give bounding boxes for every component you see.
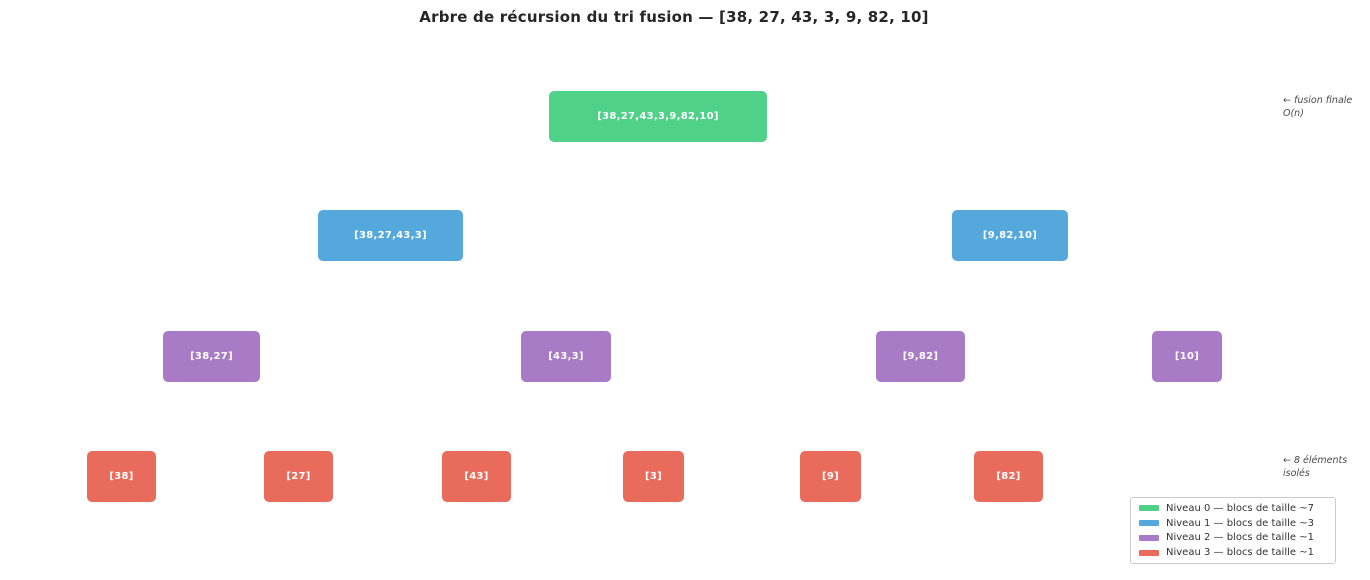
legend-label: Niveau 3 — blocs de taille ~1 (1166, 547, 1314, 559)
annotation-line: ← 8 éléments (1283, 455, 1348, 466)
tree-node-level3: [27] (264, 451, 333, 502)
tree-node-level1: [38,27,43,3] (318, 210, 463, 261)
tree-node-level2: [10] (1152, 331, 1222, 382)
legend-label: Niveau 2 — blocs de taille ~1 (1166, 532, 1314, 544)
tree-node-level3: [3] (623, 451, 684, 502)
legend-item: Niveau 3 — blocs de taille ~1 (1139, 547, 1327, 558)
annotation-line: isolés (1283, 468, 1310, 479)
legend-item: Niveau 2 — blocs de taille ~1 (1139, 532, 1327, 543)
tree-node-level3: [43] (442, 451, 511, 502)
tree-node-level3: [38] (87, 451, 156, 502)
legend-item: Niveau 0 — blocs de taille ~7 (1139, 503, 1327, 514)
tree-node-level2: [38,27] (163, 331, 260, 382)
legend-item: Niveau 1 — blocs de taille ~3 (1139, 518, 1327, 529)
annotation-elements-isoles: ← 8 éléments isolés (1283, 454, 1347, 480)
tree-node-level2: [9,82] (876, 331, 965, 382)
tree-node-level0: [38,27,43,3,9,82,10] (549, 91, 767, 142)
annotation-line: O(n) (1283, 108, 1304, 119)
tree-node-level1: [9,82,10] (952, 210, 1068, 261)
legend: Niveau 0 — blocs de taille ~7 Niveau 1 — … (1130, 497, 1336, 564)
legend-swatch-niveau-0 (1139, 505, 1159, 512)
annotation-line: ← fusion finale (1283, 95, 1353, 106)
legend-swatch-niveau-3 (1139, 549, 1159, 556)
legend-label: Niveau 1 — blocs de taille ~3 (1166, 517, 1314, 529)
legend-swatch-niveau-1 (1139, 520, 1159, 527)
tree-node-level3: [82] (974, 451, 1043, 502)
legend-swatch-niveau-2 (1139, 534, 1159, 541)
chart-title: Arbre de récursion du tri fusion — [38, … (419, 8, 929, 26)
tree-node-level2: [43,3] (521, 331, 611, 382)
tree-node-level3: [9] (800, 451, 861, 502)
legend-label: Niveau 0 — blocs de taille ~7 (1166, 502, 1314, 514)
